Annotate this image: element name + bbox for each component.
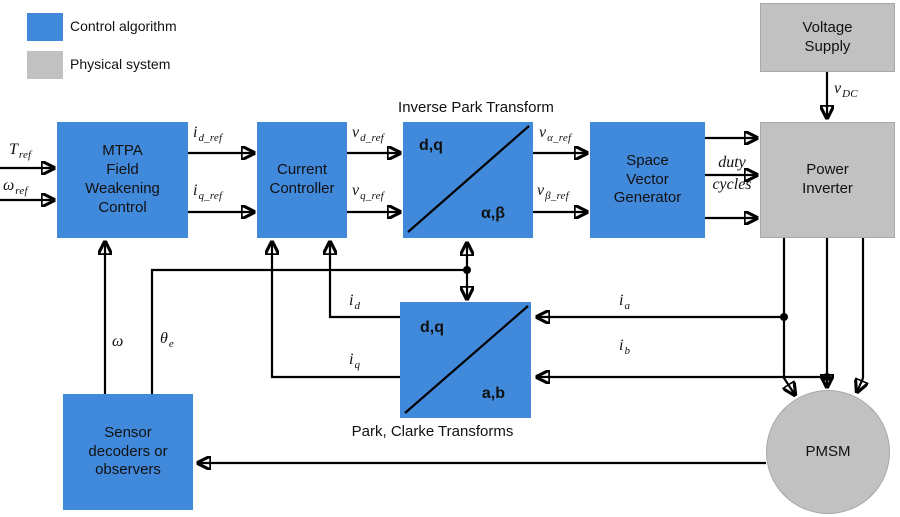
label-t-ref: Tref — [9, 141, 31, 161]
sig-base: v — [539, 124, 547, 141]
junction-i-a — [780, 313, 788, 321]
sig-base: θ — [160, 330, 168, 347]
sig-base: i — [193, 124, 198, 141]
block-park-clarke-transforms: d,q a,b — [400, 302, 531, 418]
inverse-park-alphabeta-label: α,β — [480, 204, 505, 222]
sig-base: i — [619, 292, 624, 309]
legend-label-physical: Physical system — [70, 56, 171, 72]
label-duty-cycles: duty cycles — [705, 152, 759, 196]
sig-base: v — [352, 124, 360, 141]
label-vb-ref: vβ_ref — [537, 182, 569, 202]
power-inverter-label: Power Inverter — [802, 161, 853, 197]
inverse-park-dq-label: d,q — [419, 137, 443, 154]
block-pmsm: PMSM — [766, 390, 890, 514]
connector-i-d — [330, 242, 400, 319]
label-vd-ref: vd_ref — [352, 124, 384, 144]
park-clarke-ab-label: a,b — [481, 384, 505, 402]
sig-sub: q — [354, 359, 361, 371]
block-inverse-park-transform: d,q α,β — [403, 122, 533, 238]
space-vector-label: Space Vector Generator — [613, 151, 682, 207]
sig-base: i — [349, 292, 354, 309]
sig-sub: DC — [842, 88, 858, 100]
sig-base: ω — [3, 177, 15, 194]
connector-i-q — [272, 242, 400, 379]
sig-sub: e — [168, 338, 174, 350]
block-current-controller: Current Controller — [257, 122, 347, 238]
label-v-dc: vDC — [834, 80, 858, 100]
label-i-b: ib — [619, 337, 630, 357]
park-clarke-dq-label: d,q — [420, 319, 444, 336]
legend-swatch-control — [27, 13, 63, 41]
voltage-supply-label: Voltage Supply — [802, 18, 853, 55]
duty-line1: duty — [718, 154, 746, 171]
sig-base: T — [9, 141, 18, 158]
sig-sub: q_ref — [360, 190, 384, 202]
legend-swatch-physical — [27, 51, 63, 79]
legend-label-control: Control algorithm — [70, 18, 177, 34]
sig-base: i — [193, 182, 198, 199]
connector-i-a-to-pmsm — [784, 317, 795, 395]
block-power-inverter: Power Inverter — [760, 122, 895, 238]
current-controller-label: Current Controller — [269, 161, 335, 197]
sig-sub: ref — [15, 185, 28, 197]
sig-base: i — [349, 351, 354, 368]
block-mtpa-field-weakening-control: MTPA Field Weakening Control — [57, 122, 188, 238]
park-clarke-caption: Park, Clarke Transforms — [351, 423, 514, 440]
inverse-park-title: Inverse Park Transform — [398, 99, 554, 116]
sig-base: ω — [112, 333, 124, 350]
sensor-decoders-label: Sensor decoders or observers — [88, 423, 168, 479]
block-sensor-decoders: Sensor decoders or observers — [63, 394, 193, 510]
junction-theta-e — [463, 266, 471, 274]
sig-sub: a — [624, 300, 631, 312]
sig-sub: q_ref — [198, 190, 223, 202]
duty-line2: cycles — [712, 176, 752, 193]
sig-sub: b — [624, 345, 631, 357]
label-w-ref: ωref — [3, 177, 28, 197]
label-iq-ref: iq_ref — [193, 182, 222, 202]
connector-phase-c-to-pmsm — [857, 238, 863, 392]
block-space-vector-generator: Space Vector Generator — [590, 122, 705, 238]
junction-i-b — [823, 373, 831, 381]
sig-base: v — [352, 182, 360, 199]
sig-base: i — [619, 337, 624, 354]
label-i-a: ia — [619, 292, 630, 312]
label-omega: ω — [112, 333, 124, 353]
sig-base: v — [834, 80, 842, 97]
sig-sub: d_ref — [198, 132, 223, 144]
label-vq-ref: vq_ref — [352, 182, 384, 202]
label-theta-e: θe — [160, 330, 174, 350]
block-voltage-supply: Voltage Supply — [760, 3, 895, 72]
sig-sub: β_ref — [545, 190, 569, 202]
sig-sub: α_ref — [547, 132, 572, 144]
sig-sub: d_ref — [360, 132, 384, 144]
label-i-q: iq — [349, 351, 360, 371]
pmsm-label: PMSM — [805, 442, 851, 460]
sig-sub: d — [354, 300, 361, 312]
sig-sub: ref — [18, 149, 32, 161]
sig-base: v — [537, 182, 545, 199]
mtpa-label: MTPA Field Weakening Control — [85, 142, 160, 216]
label-i-d: id — [349, 292, 360, 312]
label-id-ref: id_ref — [193, 124, 222, 144]
label-va-ref: vα_ref — [539, 124, 571, 144]
